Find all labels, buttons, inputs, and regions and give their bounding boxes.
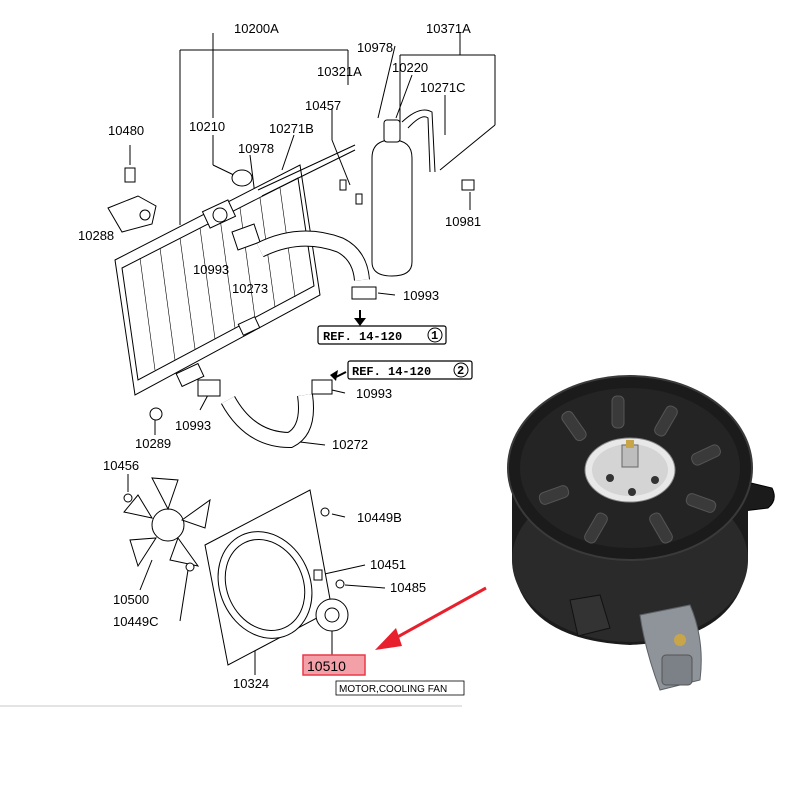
fan-blade <box>123 477 211 568</box>
label-10451: 10451 <box>370 557 406 572</box>
label-10271C: 10271C <box>420 80 466 95</box>
label-10457: 10457 <box>305 98 341 113</box>
label-10485: 10485 <box>390 580 426 595</box>
fan-shroud <box>185 489 345 666</box>
label-10993-d: 10993 <box>175 418 211 433</box>
label-10480: 10480 <box>108 123 144 138</box>
label-10456: 10456 <box>103 458 139 473</box>
highlighted-part: 10510 <box>302 654 366 676</box>
ref-text-1: REF. 14-120 <box>323 330 402 344</box>
reserve-tank <box>371 109 436 277</box>
part-caption: MOTOR,COOLING FAN <box>339 684 447 695</box>
label-10449B: 10449B <box>357 510 402 525</box>
label-10449C: 10449C <box>113 614 159 629</box>
fan-motor-small <box>315 598 349 632</box>
ref-text-2: REF. 14-120 <box>352 365 431 379</box>
ref-num-1: 1 <box>431 329 438 343</box>
caption-box <box>335 680 465 696</box>
label-10324: 10324 <box>233 676 269 691</box>
overflow-tube <box>257 144 356 197</box>
bolt-parts <box>107 167 475 233</box>
label-10271B: 10271B <box>269 121 314 136</box>
ref-num-2: 2 <box>457 364 464 378</box>
label-10210: 10210 <box>189 119 225 134</box>
part-labels: 10200A 10371A 10978 10321A 10220 10271C … <box>78 21 481 691</box>
motor-photo <box>507 375 775 691</box>
label-10978-top: 10978 <box>357 40 393 55</box>
label-10272: 10272 <box>332 437 368 452</box>
label-10321A: 10321A <box>317 64 362 79</box>
label-10273: 10273 <box>232 281 268 296</box>
label-10289: 10289 <box>135 436 171 451</box>
label-10500: 10500 <box>113 592 149 607</box>
label-10993-b: 10993 <box>403 288 439 303</box>
highlight-box <box>302 654 366 676</box>
label-10220: 10220 <box>392 60 428 75</box>
label-10510: 10510 <box>307 658 346 674</box>
label-10288: 10288 <box>78 228 114 243</box>
ref-box-2: REF. 14-120 2 <box>330 360 473 381</box>
label-10993-a: 10993 <box>193 262 229 277</box>
lower-hose <box>220 393 314 449</box>
label-10371A: 10371A <box>426 21 471 36</box>
ref-box-1: REF. 14-120 1 <box>317 310 447 345</box>
radiator-cap <box>231 169 261 251</box>
radiator <box>114 164 321 396</box>
label-10978-mid: 10978 <box>238 141 274 156</box>
label-10981: 10981 <box>445 214 481 229</box>
upper-hose <box>256 230 370 281</box>
hose-clamps <box>149 286 377 421</box>
label-10200A: 10200A <box>234 21 279 36</box>
pointer-arrow <box>375 586 487 650</box>
label-10993-c: 10993 <box>356 386 392 401</box>
